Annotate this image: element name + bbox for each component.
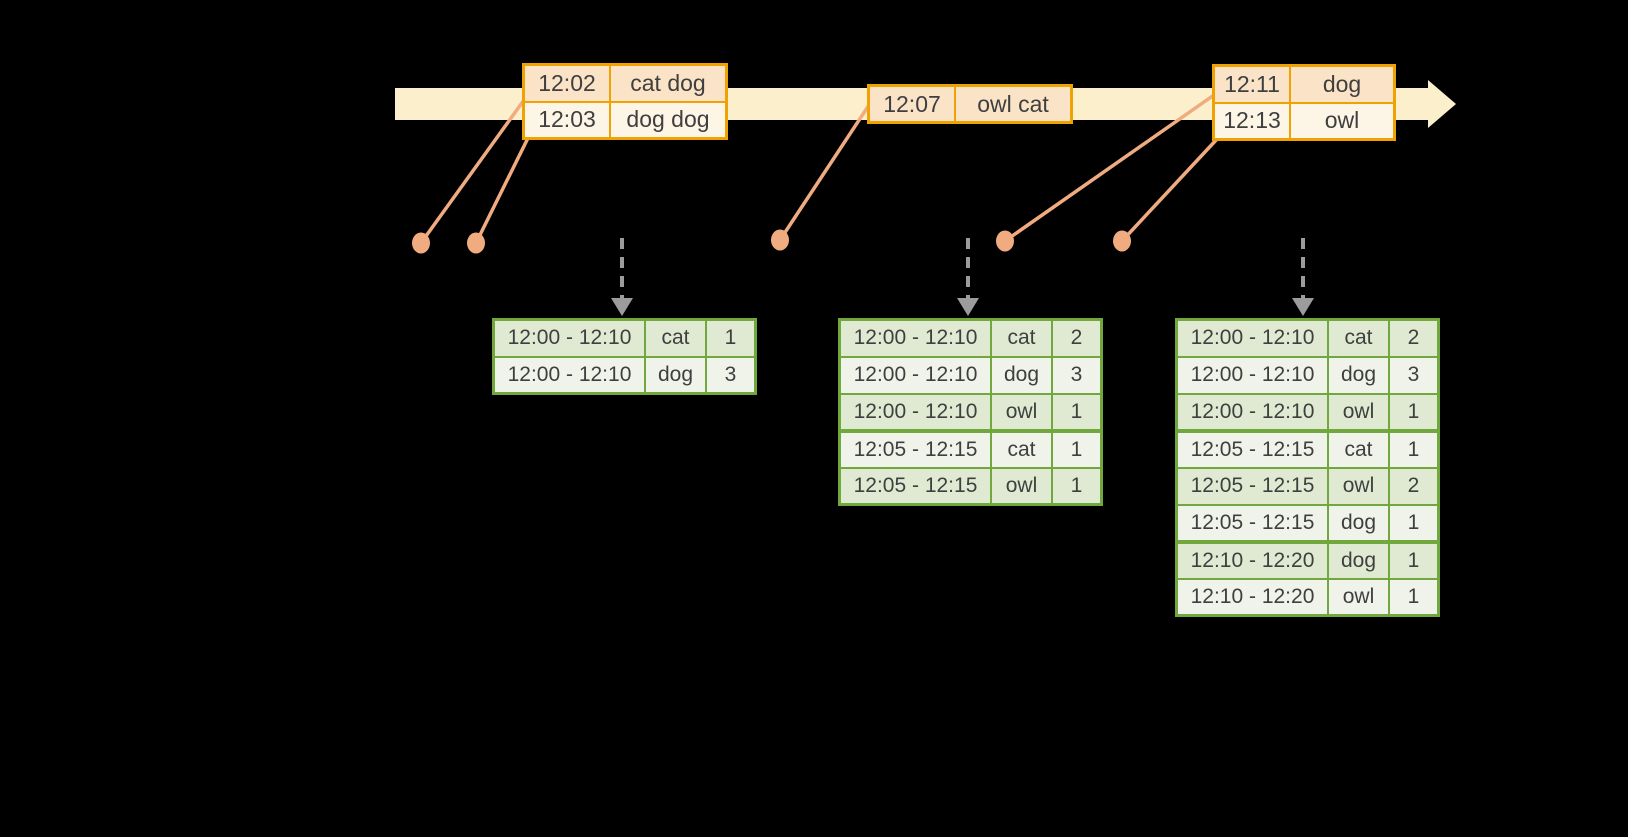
- event-words-cell: dog dog: [609, 100, 728, 140]
- result-row: 12:00 - 12:10 cat 1: [492, 318, 757, 358]
- count-cell: 2: [1388, 318, 1440, 358]
- window-cell: 12:00 - 12:10: [1175, 318, 1329, 358]
- window-cell: 12:10 - 12:20: [1175, 539, 1329, 580]
- event-connector-line: [419, 98, 526, 245]
- event-words-cell: cat dog: [609, 63, 728, 103]
- result-row: 12:00 - 12:10 dog 3: [838, 355, 1103, 395]
- key-cell: dog: [1327, 503, 1390, 543]
- event-table-3: 12:11 dog 12:13 owl: [1212, 64, 1396, 141]
- event-time-cell: 12:02: [522, 63, 611, 103]
- event-time-cell: 12:03: [522, 100, 611, 140]
- result-table-2: 12:00 - 12:10 cat 2 12:00 - 12:10 dog 3 …: [838, 318, 1103, 506]
- count-cell: 1: [705, 318, 757, 358]
- key-cell: owl: [1327, 577, 1390, 617]
- result-row: 12:00 - 12:10 cat 2: [1175, 318, 1440, 358]
- result-row: 12:10 - 12:20 owl 1: [1175, 577, 1440, 617]
- event-table-2: 12:07 owl cat: [867, 84, 1073, 124]
- window-cell: 12:05 - 12:15: [838, 466, 992, 506]
- result-row: 12:05 - 12:15 cat 1: [1175, 428, 1440, 469]
- count-cell: 1: [1388, 428, 1440, 469]
- event-row: 12:07 owl cat: [867, 84, 1073, 124]
- event-words-cell: owl cat: [954, 84, 1073, 124]
- count-cell: 1: [1388, 577, 1440, 617]
- window-cell: 12:00 - 12:10: [492, 318, 646, 358]
- window-cell: 12:00 - 12:10: [1175, 355, 1329, 395]
- key-cell: owl: [990, 466, 1053, 506]
- count-cell: 2: [1388, 466, 1440, 506]
- result-row: 12:05 - 12:15 owl 2: [1175, 466, 1440, 506]
- result-table-1: 12:00 - 12:10 cat 1 12:00 - 12:10 dog 3: [492, 318, 757, 395]
- count-cell: 1: [1388, 503, 1440, 543]
- key-cell: dog: [644, 355, 707, 395]
- result-table-3: 12:00 - 12:10 cat 2 12:00 - 12:10 dog 3 …: [1175, 318, 1440, 617]
- count-cell: 3: [705, 355, 757, 395]
- window-cell: 12:05 - 12:15: [1175, 503, 1329, 543]
- event-time-cell: 12:07: [867, 84, 956, 124]
- key-cell: dog: [1327, 539, 1390, 580]
- result-row: 12:00 - 12:10 dog 3: [492, 355, 757, 395]
- event-table-1: 12:02 cat dog 12:03 dog dog: [522, 63, 728, 140]
- event-connector-line: [474, 137, 530, 244]
- count-cell: 3: [1388, 355, 1440, 395]
- result-row: 12:05 - 12:15 owl 1: [838, 466, 1103, 506]
- trigger-arrowhead-icon: [1292, 298, 1314, 316]
- event-dot: [467, 232, 485, 254]
- event-dot: [412, 232, 430, 254]
- event-dot: [771, 229, 789, 251]
- result-row: 12:00 - 12:10 cat 2: [838, 318, 1103, 358]
- count-cell: 1: [1051, 466, 1103, 506]
- count-cell: 1: [1388, 392, 1440, 432]
- window-cell: 12:10 - 12:20: [1175, 577, 1329, 617]
- key-cell: dog: [990, 355, 1053, 395]
- event-row: 12:11 dog: [1212, 64, 1396, 104]
- window-cell: 12:05 - 12:15: [1175, 466, 1329, 506]
- count-cell: 2: [1051, 318, 1103, 358]
- window-cell: 12:05 - 12:15: [838, 428, 992, 469]
- result-row: 12:00 - 12:10 owl 1: [1175, 392, 1440, 432]
- trigger-arrowhead-icon: [611, 298, 633, 316]
- window-cell: 12:00 - 12:10: [838, 355, 992, 395]
- window-cell: 12:05 - 12:15: [1175, 428, 1329, 469]
- count-cell: 1: [1051, 392, 1103, 432]
- event-connector-line: [1003, 93, 1216, 243]
- event-row: 12:13 owl: [1212, 101, 1396, 141]
- window-cell: 12:00 - 12:10: [838, 318, 992, 358]
- event-time-cell: 12:11: [1212, 64, 1291, 104]
- key-cell: owl: [1327, 466, 1390, 506]
- window-cell: 12:00 - 12:10: [1175, 392, 1329, 432]
- count-cell: 1: [1051, 428, 1103, 469]
- event-words-cell: dog: [1289, 64, 1396, 104]
- key-cell: cat: [1327, 428, 1390, 469]
- event-connector-line: [778, 104, 871, 241]
- event-connector-line: [1120, 136, 1220, 243]
- window-cell: 12:00 - 12:10: [838, 392, 992, 432]
- window-cell: 12:00 - 12:10: [492, 355, 646, 395]
- count-cell: 1: [1388, 539, 1440, 580]
- timeline-arrowhead-icon: [1428, 80, 1456, 128]
- count-cell: 3: [1051, 355, 1103, 395]
- key-cell: cat: [990, 428, 1053, 469]
- result-row: 12:05 - 12:15 dog 1: [1175, 503, 1440, 543]
- key-cell: cat: [1327, 318, 1390, 358]
- event-dot: [996, 230, 1014, 252]
- event-time-cell: 12:13: [1212, 101, 1291, 141]
- key-cell: owl: [990, 392, 1053, 432]
- result-row: 12:10 - 12:20 dog 1: [1175, 539, 1440, 580]
- key-cell: owl: [1327, 392, 1390, 432]
- event-row: 12:03 dog dog: [522, 100, 728, 140]
- result-row: 12:05 - 12:15 cat 1: [838, 428, 1103, 469]
- trigger-arrowhead-icon: [957, 298, 979, 316]
- event-dot: [1113, 230, 1131, 252]
- key-cell: cat: [644, 318, 707, 358]
- key-cell: dog: [1327, 355, 1390, 395]
- event-row: 12:02 cat dog: [522, 63, 728, 103]
- key-cell: cat: [990, 318, 1053, 358]
- event-words-cell: owl: [1289, 101, 1396, 141]
- result-row: 12:00 - 12:10 owl 1: [838, 392, 1103, 432]
- result-row: 12:00 - 12:10 dog 3: [1175, 355, 1440, 395]
